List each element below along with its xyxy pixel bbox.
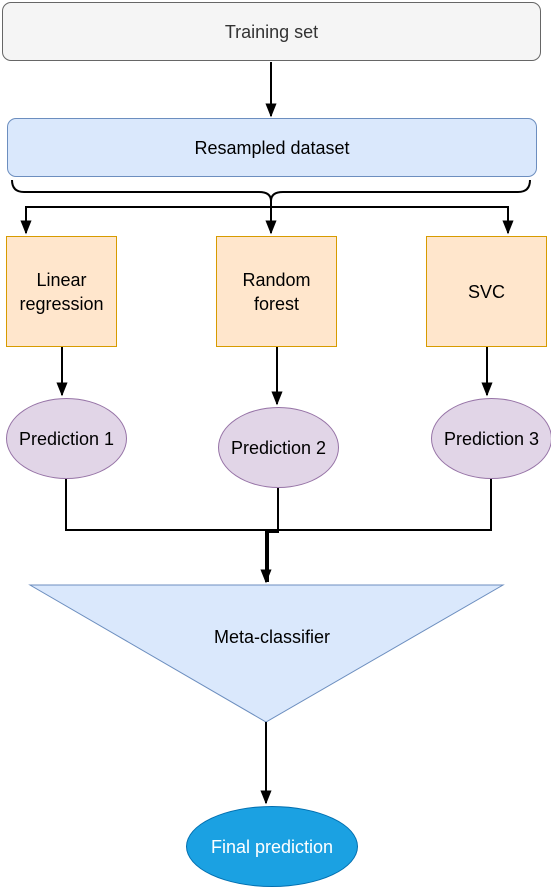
training-set-label: Training set <box>224 21 319 42</box>
connector-prediction-1-to-meta <box>65 479 272 584</box>
meta-classifier-shape <box>28 584 505 723</box>
random-forest-label: Random forest <box>242 269 311 314</box>
linear-regression-node: Linear regression <box>6 236 117 347</box>
training-set-node: Training set <box>2 2 541 61</box>
svc-label: SVC <box>467 281 505 302</box>
final-prediction-node: Final prediction <box>186 806 358 887</box>
prediction-2-node: Prediction 2 <box>218 407 339 488</box>
final-prediction-label: Final prediction <box>210 836 334 857</box>
prediction-3-node: Prediction 3 <box>431 398 551 479</box>
resampled-dataset-label: Resampled dataset <box>194 137 350 158</box>
prediction-3-label: Prediction 3 <box>443 428 540 449</box>
connector-prediction-2-to-meta <box>267 488 279 582</box>
prediction-2-label: Prediction 2 <box>230 437 327 458</box>
meta-classifier-label: Meta-classifier <box>213 627 331 647</box>
prediction-1-node: Prediction 1 <box>6 398 127 479</box>
arrow-to-linear-regression <box>20 201 272 235</box>
svc-node: SVC <box>426 236 547 347</box>
linear-regression-label: Linear regression <box>19 269 104 314</box>
connector-prediction-3-to-meta <box>266 479 492 531</box>
resampled-dataset-node: Resampled dataset <box>7 118 537 177</box>
arrow-to-svc <box>271 206 514 235</box>
brace-under-resampled <box>11 179 531 202</box>
meta-classifier-label-container: Meta-classifier <box>150 620 394 654</box>
prediction-1-label: Prediction 1 <box>18 428 115 449</box>
random-forest-node: Random forest <box>216 236 337 347</box>
